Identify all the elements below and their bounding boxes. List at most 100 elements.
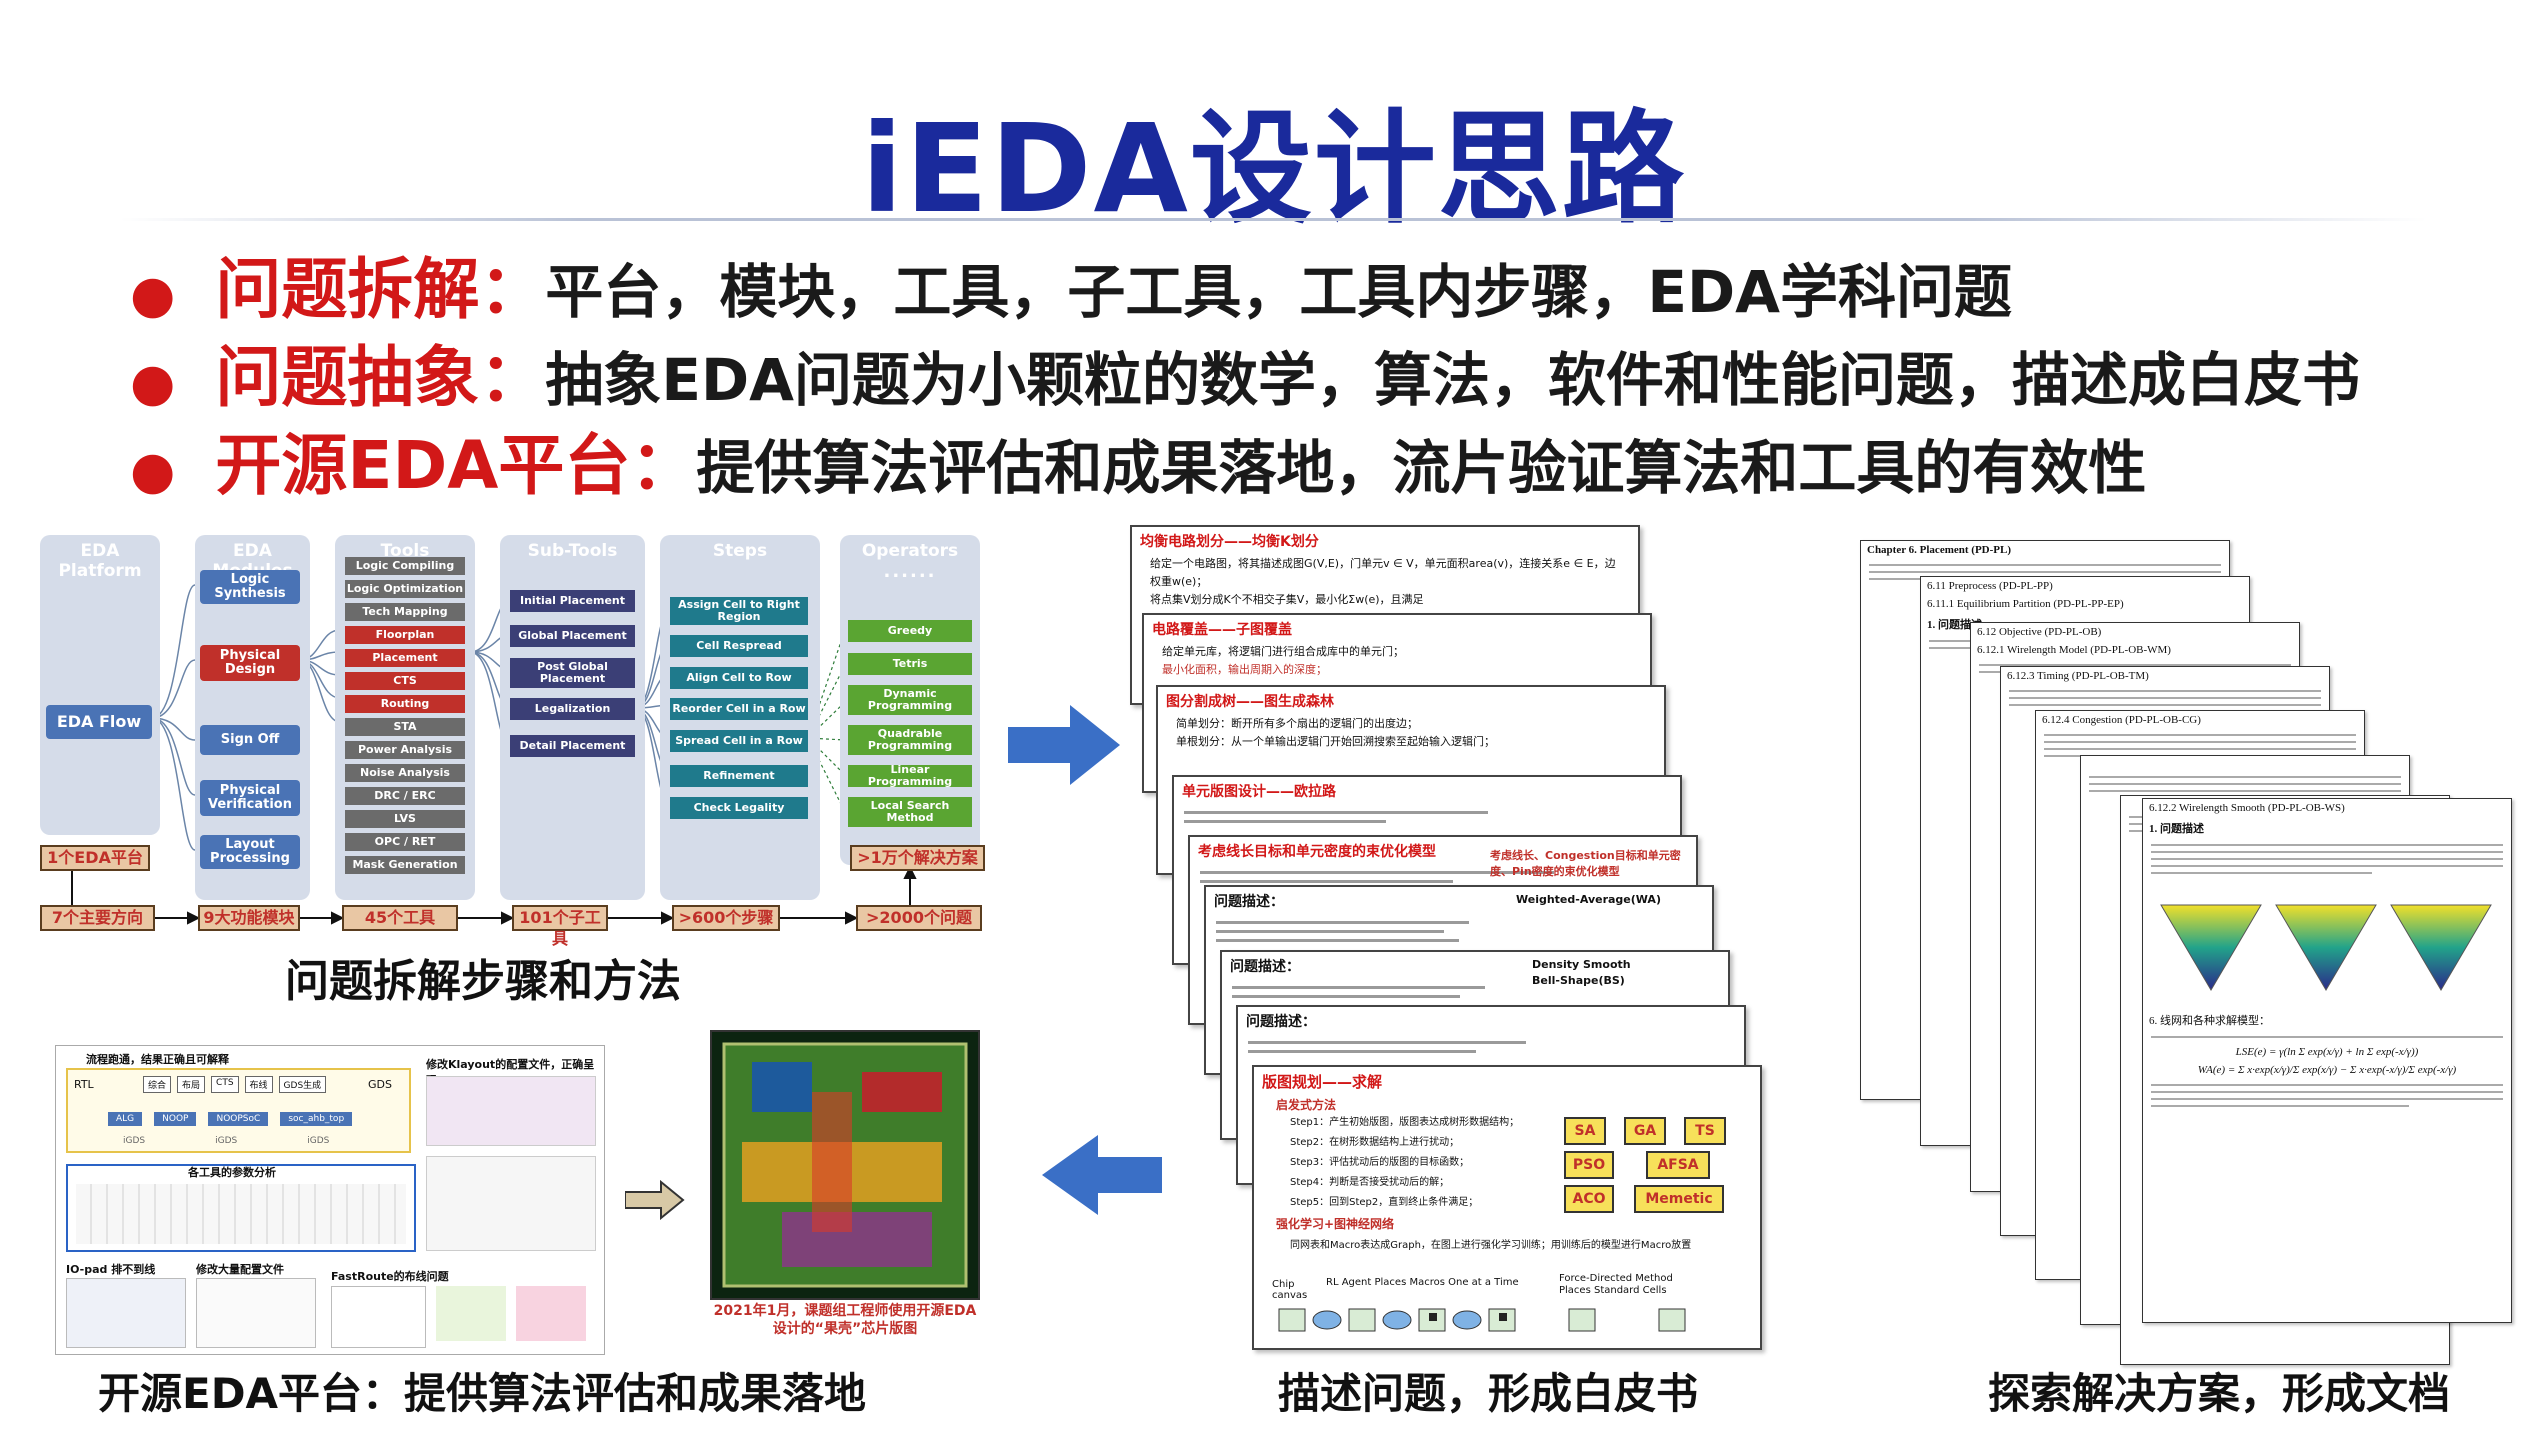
tool-item[interactable]: CTS <box>345 672 465 690</box>
floorplan-screenshot <box>426 1156 596 1251</box>
step-item[interactable]: Reorder Cell in a Row <box>670 698 808 720</box>
step-item[interactable]: Spread Cell in a Row <box>670 730 808 752</box>
step-item[interactable]: Cell Respread <box>670 635 808 657</box>
chip-caption: 2021年1月，课题组工程师使用开源EDA设计的“果壳”芯片版图 <box>713 1303 977 1337</box>
whitepaper-text: Step1：产生初始版图，版图表达成树形数据结构； <box>1290 1117 1520 1128</box>
tool-item[interactable]: Tech Mapping <box>345 603 465 621</box>
subtool-item[interactable]: Initial Placement <box>510 590 635 612</box>
bullet-key: 问题抽象： <box>215 339 546 416</box>
document-text: 1. 问题描述 <box>1927 619 1982 631</box>
tool-item[interactable]: Mask Generation <box>345 856 465 874</box>
eda-hierarchy-diagram: EDA Platform EDA Flow EDA Modules ......… <box>40 530 990 950</box>
whitepaper-page-title: 图分割成树——图生成森林 <box>1166 694 1334 710</box>
tool-item[interactable]: Power Analysis <box>345 741 465 759</box>
operator-item[interactable]: Greedy <box>848 620 972 642</box>
flow-doc-heading: 流程跑通，结果正确且可解释 <box>86 1053 229 1066</box>
flow-box: 综合 <box>143 1076 172 1093</box>
document-stack: Chapter 6. Placement (PD-PL) 6.11 Prepro… <box>1860 540 2520 1365</box>
flow-tool-box: NOOPSoC <box>208 1112 269 1126</box>
whitepaper-page-title: 问题描述： <box>1230 959 1300 975</box>
algo-tag: GA <box>1624 1117 1666 1145</box>
whitepaper-text: 给定单元库，将逻辑门进行组合成库中的单元门； <box>1162 645 1404 658</box>
flow-gds-labels: iGDS iGDS iGDS <box>123 1136 329 1146</box>
whitepaper-text: 考虑线长、Congestion目标和单元密度、Pin密度的束优化模型 <box>1490 849 1681 878</box>
operator-item[interactable]: Tetris <box>848 653 972 675</box>
whitepaper-text: Chip canvas <box>1272 1279 1308 1301</box>
flow-doc-heading: FastRoute的布线问题 <box>331 1270 449 1283</box>
operator-item[interactable]: Dynamic Programming <box>848 685 972 715</box>
tool-item[interactable]: Placement <box>345 649 465 667</box>
tool-item[interactable]: Logic Compiling <box>345 557 465 575</box>
tool-item[interactable]: Floorplan <box>345 626 465 644</box>
whitepaper-text: RL Agent Places Macros One at a Time <box>1326 1277 1519 1288</box>
column-header: Sub-Tools <box>527 541 618 561</box>
bullet-dot-icon: ● <box>130 353 176 413</box>
document-page-title: 6.12.3 Timing (PD-PL-OB-TM) <box>2007 670 2149 682</box>
whitepaper-text: 将点集V划分成K个不相交子集V，最小化Σw(e)，且满足 <box>1150 593 1424 606</box>
count-modules: 9大功能模块 <box>198 905 300 931</box>
document-page-title: 6.11 Preprocess (PD-PL-PP) <box>1927 580 2053 592</box>
flow-doc-heading: 各工具的参数分析 <box>188 1166 276 1179</box>
tool-item[interactable]: LVS <box>345 810 465 828</box>
flow-box: CTS <box>211 1076 239 1093</box>
count-platform: 1个EDA平台 <box>40 845 150 871</box>
module-logic-synthesis[interactable]: Logic Synthesis <box>200 570 300 604</box>
algo-tag: Memetic <box>1634 1185 1724 1213</box>
subtool-item[interactable]: Global Placement <box>510 625 635 647</box>
column-subtools: Sub-Tools Initial Placement Global Place… <box>500 535 645 900</box>
bullet-key: 开源EDA平台： <box>215 427 697 504</box>
column-operators: Operators ...... Greedy Tetris Dynamic P… <box>840 535 980 865</box>
bullet-key: 问题拆解： <box>215 251 546 328</box>
count-tools: 45个工具 <box>342 905 458 931</box>
document-text: 1. 问题描述 <box>2149 823 2204 835</box>
wirelength-surface-plots <box>2160 904 2492 991</box>
whitepaper-page-title: 问题描述： <box>1214 894 1284 910</box>
tool-item[interactable]: Logic Optimization <box>345 580 465 598</box>
module-physical-design[interactable]: Physical Design <box>200 645 300 681</box>
count-directions: 7个主要方向 <box>40 905 155 931</box>
document-page-title: 6.12.2 Wirelength Smooth (PD-PL-OB-WS) <box>2149 802 2345 814</box>
bullet-dot-icon: ● <box>130 441 176 501</box>
step-item[interactable]: Check Legality <box>670 797 808 819</box>
whitepaper-page-title: 单元版图设计——欧拉路 <box>1182 784 1336 800</box>
module-layout-processing[interactable]: Layout Processing <box>200 835 300 869</box>
count-subtools: 101个子工具 <box>512 905 608 948</box>
caption-decompose: 问题拆解步骤和方法 <box>285 956 681 1007</box>
tool-item[interactable]: DRC / ERC <box>345 787 465 805</box>
tool-item[interactable]: Routing <box>345 695 465 713</box>
document-page-title: 6.11.1 Equilibrium Partition (PD-PL-PP-E… <box>1927 598 2124 610</box>
whitepaper-text: Step2：在树形数据结构上进行扰动； <box>1290 1137 1460 1148</box>
step-item[interactable]: Align Cell to Row <box>670 667 808 689</box>
whitepaper-text: 启发式方法 <box>1276 1098 1337 1112</box>
algo-tag: SA <box>1564 1117 1606 1145</box>
whitepaper-text: Bell-Shape(BS) <box>1532 974 1625 987</box>
subtool-item[interactable]: Post Global Placement <box>510 658 635 688</box>
whitepaper-page-title: 均衡电路划分——均衡K划分 <box>1140 534 1319 550</box>
whitepaper-text: Step4：判断是否接受扰动后的解； <box>1290 1177 1450 1188</box>
subtool-item[interactable]: Detail Placement <box>510 735 635 757</box>
param-analysis-box: 各工具的参数分析 <box>66 1164 416 1252</box>
arrow-left-icon <box>1042 1135 1162 1215</box>
operator-item[interactable]: Local Search Method <box>848 797 972 827</box>
whitepaper-text: 同网表和Macro表达成Graph，在图上进行强化学习训练；用训练后的模型进行M… <box>1290 1240 1692 1251</box>
module-physical-verification[interactable]: Physical Verification <box>200 780 300 816</box>
module-sign-off[interactable]: Sign Off <box>200 725 300 755</box>
caption-whitepaper: 描述问题，形成白皮书 <box>1278 1369 1699 1418</box>
flow-tool-box: NOOP <box>154 1112 197 1126</box>
column-header: EDA Platform <box>58 541 142 581</box>
ellipsis: ...... <box>883 561 937 582</box>
step-item[interactable]: Assign Cell to Right Region <box>670 597 808 625</box>
tool-item[interactable]: STA <box>345 718 465 736</box>
operator-item[interactable]: Quadrable Programming <box>848 725 972 755</box>
whitepaper-page-title: 考虑线长目标和单元密度的束优化模型 <box>1198 844 1436 860</box>
operator-item[interactable]: Linear Programming <box>848 764 972 787</box>
eda-flow-box[interactable]: EDA Flow <box>46 705 152 739</box>
tool-item[interactable]: OPC / RET <box>345 833 465 851</box>
bullet-abstract: ● 问题抽象：抽象EDA问题为小颗粒的数学，算法，软件和性能问题，描述成白皮书 <box>130 324 2360 420</box>
flow-tool-box: soc_ahb_top <box>280 1112 353 1126</box>
bullet-value: 抽象EDA问题为小颗粒的数学，算法，软件和性能问题，描述成白皮书 <box>545 346 2361 414</box>
subtool-item[interactable]: Legalization <box>510 698 635 720</box>
tool-item[interactable]: Noise Analysis <box>345 764 465 782</box>
whitepaper-text: Density Smooth <box>1532 958 1631 971</box>
step-item[interactable]: Refinement <box>670 765 808 787</box>
